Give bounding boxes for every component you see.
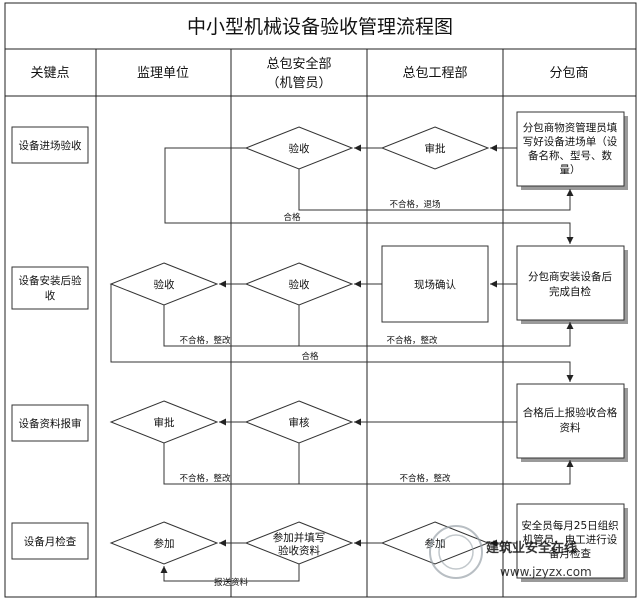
key-point-entry: 设备进场验收 <box>11 126 89 164</box>
node-accept-safety-2-label: 验收 <box>289 278 310 291</box>
edge-label-pass-2: 合格 <box>301 351 319 362</box>
node-site-confirm-label: 现场确认 <box>414 278 456 291</box>
edge-label-reject-fix-3b: 不合格，整改 <box>399 473 451 484</box>
key-point-docs-label: 设备资料报审 <box>19 417 82 430</box>
watermark-brand: 建筑业安全在线 <box>486 540 577 556</box>
edge-reject-fix-3 <box>163 443 574 485</box>
node-join-safety: 参加并填写 验收资料 <box>244 521 354 565</box>
key-point-install: 设备安装后验 收 <box>11 266 89 310</box>
node-monthly-sub-line3: 备月检查 <box>549 547 591 560</box>
edge-pass-to-docs <box>110 284 574 382</box>
node-sub-entry-line4: 量） <box>560 164 581 176</box>
edge-pass-to-install <box>164 147 574 244</box>
node-monthly-sub: 安全员每月25日组织 机管员、电工进行设 备月检查 <box>516 503 628 582</box>
key-point-monthly-label: 设备月检查 <box>24 535 77 548</box>
key-point-docs: 设备资料报审 <box>11 404 89 442</box>
node-sub-install-line1: 分包商安装设备后 <box>528 270 612 283</box>
edge-reject-exit <box>298 169 574 211</box>
key-point-entry-label: 设备进场验收 <box>19 139 82 152</box>
column-header-safety-line1: 总包安全部 <box>266 56 331 72</box>
node-accept-safety-1: 验收 <box>244 126 354 170</box>
node-sub-entry: 分包商物资管理员填 写好设备进场单（设 备名称、型号、数 量） <box>516 111 628 190</box>
key-point-install-line2: 收 <box>45 289 56 302</box>
node-site-confirm: 现场确认 <box>381 245 489 323</box>
edge-label-reject-fix-2a: 不合格，整改 <box>179 335 231 346</box>
edge-label-pass-1: 合格 <box>283 212 301 223</box>
edge-submit-docs <box>160 564 300 582</box>
watermark: 建筑业安全在线 www.jzyzx.com <box>429 525 592 579</box>
node-sub-docs: 合格后上报验收合格 资料 <box>516 383 628 462</box>
outer-frame <box>4 2 637 598</box>
column-header-subcontractor: 分包商 <box>549 66 588 81</box>
node-accept-sup: 验收 <box>109 262 219 306</box>
node-sub-docs-line2: 资料 <box>560 421 581 434</box>
edge-label-submit-docs: 报送资料 <box>214 577 249 588</box>
node-join-sup: 参加 <box>109 521 219 565</box>
node-review-safety: 审核 <box>244 400 354 444</box>
column-header-supervision: 监理单位 <box>137 66 189 81</box>
node-accept-safety-1-label: 验收 <box>289 142 310 155</box>
node-approve-sup: 审批 <box>109 400 219 444</box>
node-monthly-sub-line2: 机管员、电工进行设 <box>523 533 618 546</box>
key-point-monthly: 设备月检查 <box>11 522 89 560</box>
edge-label-reject-exit: 不合格，退场 <box>389 199 440 210</box>
column-header-engineering: 总包工程部 <box>402 66 467 81</box>
key-point-install-line1: 设备安装后验 <box>19 274 82 287</box>
node-join-safety-line2: 验收资料 <box>278 544 320 557</box>
node-sub-entry-line3: 备名称、型号、数 <box>528 149 612 162</box>
edge-label-reject-fix-2b: 不合格，整改 <box>386 335 438 346</box>
edge-label-reject-fix-3a: 不合格，整改 <box>179 473 231 484</box>
watermark-seal-icon <box>429 525 483 579</box>
node-review-safety-label: 审核 <box>289 416 310 429</box>
node-sub-docs-line1: 合格后上报验收合格 <box>523 406 618 419</box>
node-sub-install-line2: 完成自检 <box>549 285 591 298</box>
node-approve-sup-label: 审批 <box>154 416 175 429</box>
node-approve-eng: 审批 <box>380 126 490 170</box>
node-accept-safety-2: 验收 <box>244 262 354 306</box>
page-title: 中小型机械设备验收管理流程图 <box>187 16 453 38</box>
node-sub-entry-line2: 写好设备进场单（设 <box>523 135 618 148</box>
watermark-site: www.jzyzx.com <box>500 565 592 579</box>
node-accept-sup-label: 验收 <box>154 278 175 291</box>
node-sub-install: 分包商安装设备后 完成自检 <box>516 245 628 324</box>
node-join-eng-label: 参加 <box>425 537 446 550</box>
edge-reject-fix-2 <box>163 305 574 347</box>
node-sub-entry-line1: 分包商物资管理员填 <box>523 121 618 134</box>
node-join-safety-line1: 参加并填写 <box>273 531 326 544</box>
column-header-safety-line2: （机管员） <box>266 76 331 91</box>
column-header-key-points: 关键点 <box>30 66 69 81</box>
node-monthly-sub-line1: 安全员每月25日组织 <box>521 519 618 532</box>
node-join-sup-label: 参加 <box>154 537 175 550</box>
node-approve-eng-label: 审批 <box>425 142 446 155</box>
watermark-seal-inner-icon <box>438 534 474 570</box>
